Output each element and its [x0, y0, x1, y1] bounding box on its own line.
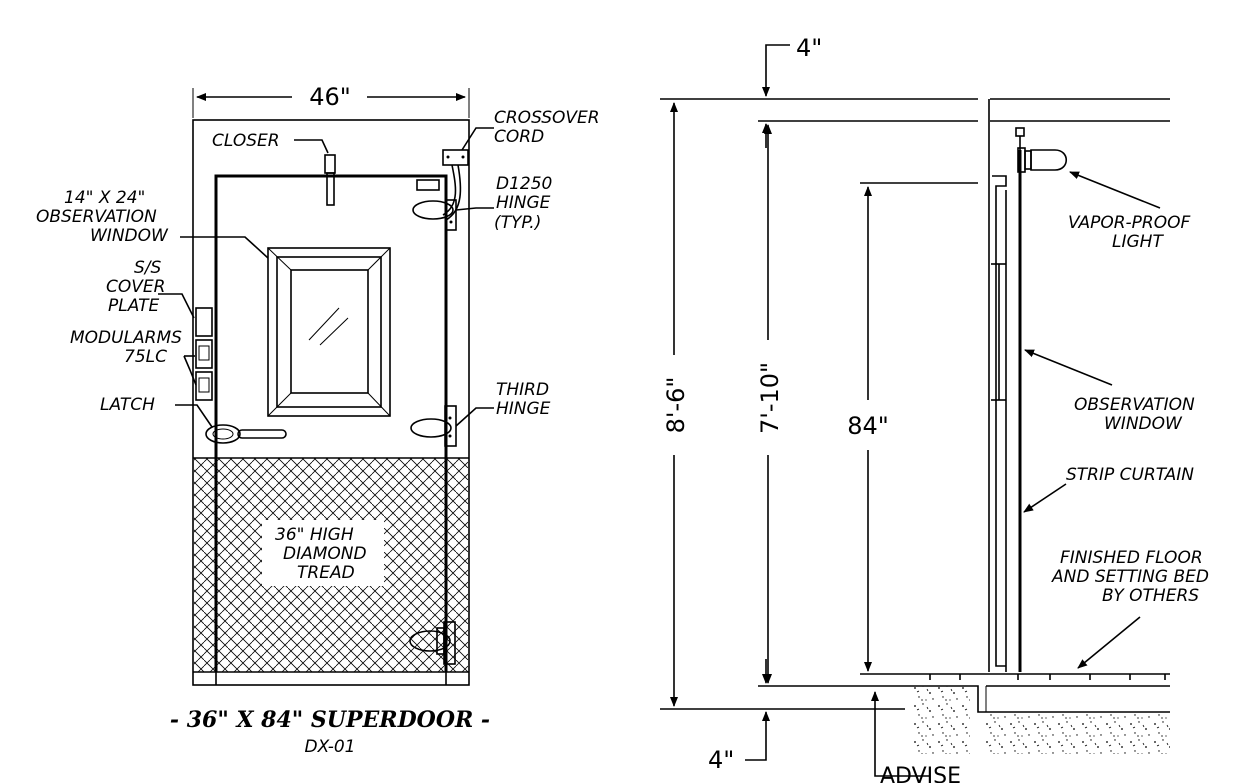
crossover-label-1: CROSSOVER: [494, 108, 600, 128]
top-hinge: [412, 199, 457, 231]
closer-arm: [324, 154, 336, 206]
wall-section: [988, 99, 1025, 672]
third-hinge-label-1: THIRD: [496, 380, 549, 400]
tread-label-3: TREAD: [297, 563, 355, 583]
floor-label-1: FINISHED FLOOR: [1060, 548, 1203, 568]
crossover-label-2: CORD: [494, 127, 544, 147]
door-leaf: [214, 174, 448, 672]
obs-label-2: WINDOW: [1104, 414, 1183, 434]
latch-handle: [205, 424, 287, 444]
drawing-title: - 36" X 84" SUPERDOOR -: [170, 707, 490, 733]
door-frame: [192, 119, 470, 686]
concrete-slab-right: [986, 712, 1170, 754]
light-label-2: LIGHT: [1112, 232, 1164, 252]
hinge-label-2: HINGE: [496, 193, 551, 213]
obs-window-label-3: WINDOW: [90, 226, 169, 246]
overall-height-dim: 8'-6": [662, 377, 690, 434]
obs-label-1: OBSERVATION: [1074, 395, 1195, 415]
hinge-label-1: D1250: [496, 174, 552, 194]
side-section: 4" 8'-6" 7'-10" 84" 4": [660, 34, 1209, 783]
floor-label-3: BY OTHERS: [1102, 586, 1199, 606]
obs-window-label-1: 14" X 24": [64, 188, 145, 208]
cover-label-2: COVER: [106, 277, 165, 297]
front-width-dim: 46": [309, 83, 351, 111]
advise-label: ADVISE: [880, 764, 961, 783]
closer-label: CLOSER: [212, 131, 280, 151]
cover-plate: [195, 307, 213, 337]
modularms-label-2: 75LC: [124, 347, 167, 367]
third-hinge-label-2: HINGE: [496, 399, 551, 419]
floor-tile-joints: [929, 674, 1166, 680]
modularms-label-1: MODULARMS: [70, 328, 182, 348]
tread-label-2: DIAMOND: [283, 544, 367, 564]
hinge-label-3: (TYP.): [494, 213, 541, 233]
vapor-proof-light: [1017, 147, 1068, 173]
bottom-hinge: [409, 621, 456, 665]
door-height-dim: 84": [847, 412, 889, 440]
inner-height-dim: 7'-10": [756, 362, 784, 434]
concrete-slab-left: [910, 686, 970, 754]
observation-window: [267, 247, 391, 417]
cover-label-3: PLATE: [108, 296, 159, 316]
modularms-bottom: [195, 371, 213, 401]
latch-label: LATCH: [100, 395, 155, 415]
modularms-top: [195, 339, 213, 369]
bottom-gap-dim: 4": [708, 746, 734, 774]
obs-window-label-2: OBSERVATION: [36, 207, 157, 227]
drawing-subtitle: DX-01: [305, 737, 356, 757]
front-elevation: 46": [36, 83, 600, 757]
light-label-1: VAPOR-PROOF: [1068, 213, 1191, 233]
floor-label-2: AND SETTING BED: [1051, 567, 1209, 587]
cover-label-1: S/S: [134, 258, 162, 278]
top-gap-dim: 4": [796, 34, 822, 62]
strip-curtain-label: STRIP CURTAIN: [1066, 465, 1194, 485]
third-hinge: [410, 405, 457, 447]
tread-label-1: 36" HIGH: [275, 525, 354, 545]
